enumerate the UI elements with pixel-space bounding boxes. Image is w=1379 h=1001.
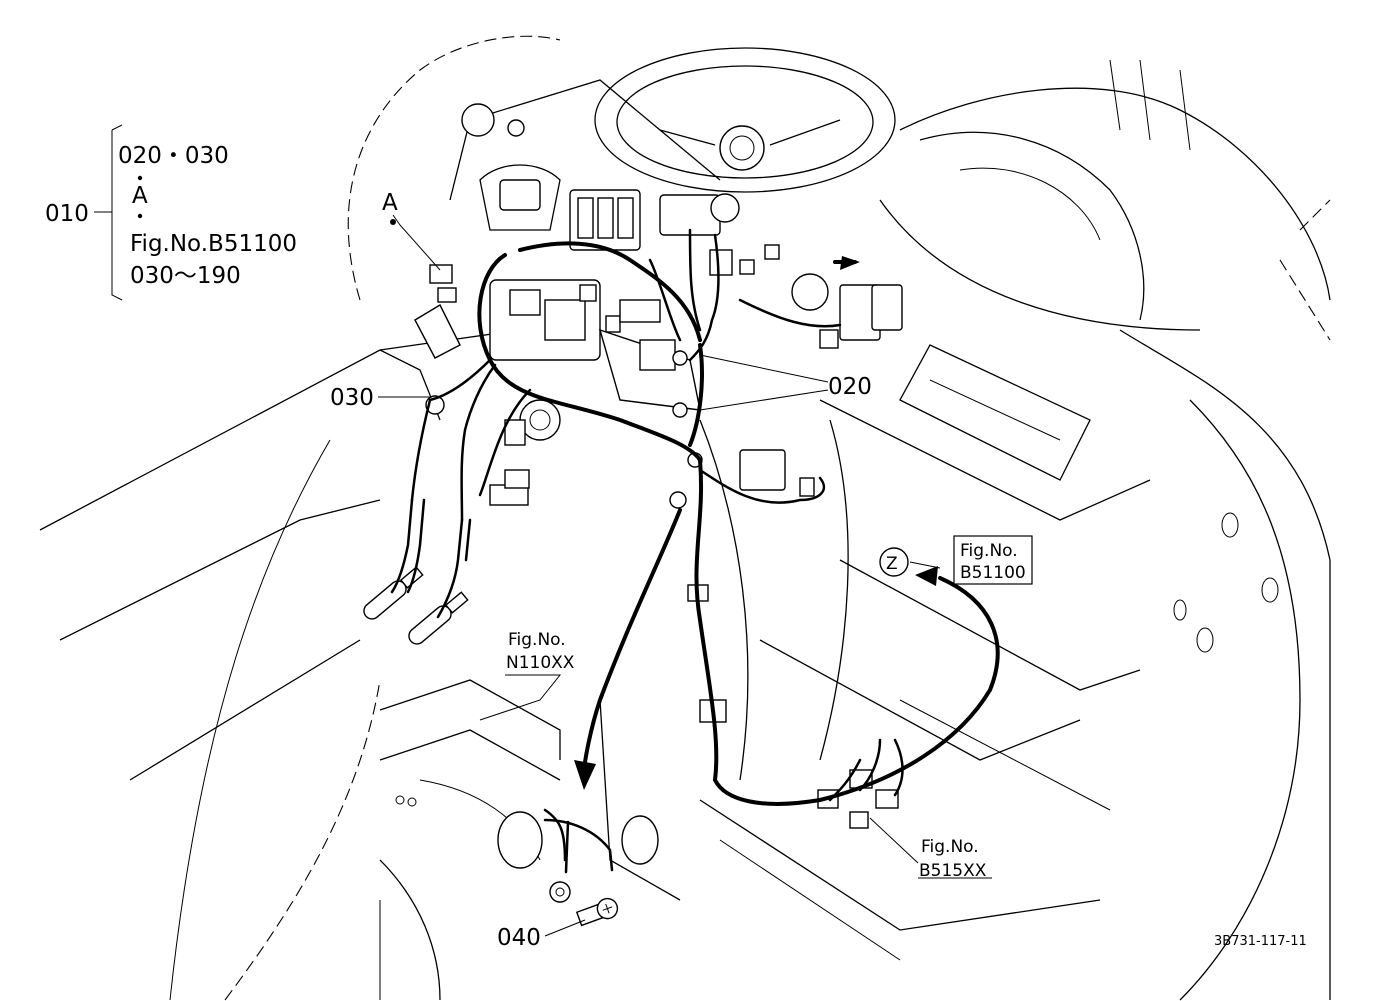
group-line-2: A (132, 183, 148, 209)
callout-a-dot (390, 219, 396, 225)
arrows (574, 256, 938, 790)
part-030-label: 030 (330, 385, 374, 411)
assembly-010-label: 010 (45, 201, 89, 227)
wiring-harness (390, 228, 1000, 874)
group-line-3: Fig.No.B51100 (130, 231, 297, 257)
drawing-number: 3B731-117-11 (1214, 934, 1307, 949)
ref-b51100-line1: Fig.No. (960, 541, 1018, 561)
ref-n110xx-line2: N110XX (506, 653, 575, 673)
group-line-1: 020・030 (118, 143, 229, 169)
leader-lines (94, 124, 941, 937)
ref-b515xx-line2: B515XX (919, 861, 987, 881)
machine-outline (39, 35, 1331, 1001)
ref-z-circle (879, 547, 909, 577)
ref-b51100-line2: B51100 (960, 563, 1026, 583)
separator-dot-1 (137, 175, 143, 181)
harness-components (363, 189, 903, 927)
separator-dot-2 (137, 213, 143, 219)
ref-b515xx-line1: Fig.No. (921, 837, 979, 857)
part-020-label: 020 (828, 374, 872, 400)
label-group: 010 020・030 A Fig.No.B51100 030～190 A 02… (45, 143, 1307, 951)
callout-a-label: A (382, 190, 398, 216)
ref-z-label: Z (886, 554, 898, 574)
ref-box-b51100 (953, 535, 1033, 585)
ref-n110xx-line1: Fig.No. (508, 630, 566, 650)
group-line-4: 030～190 (130, 263, 241, 289)
part-040-label: 040 (497, 925, 541, 951)
